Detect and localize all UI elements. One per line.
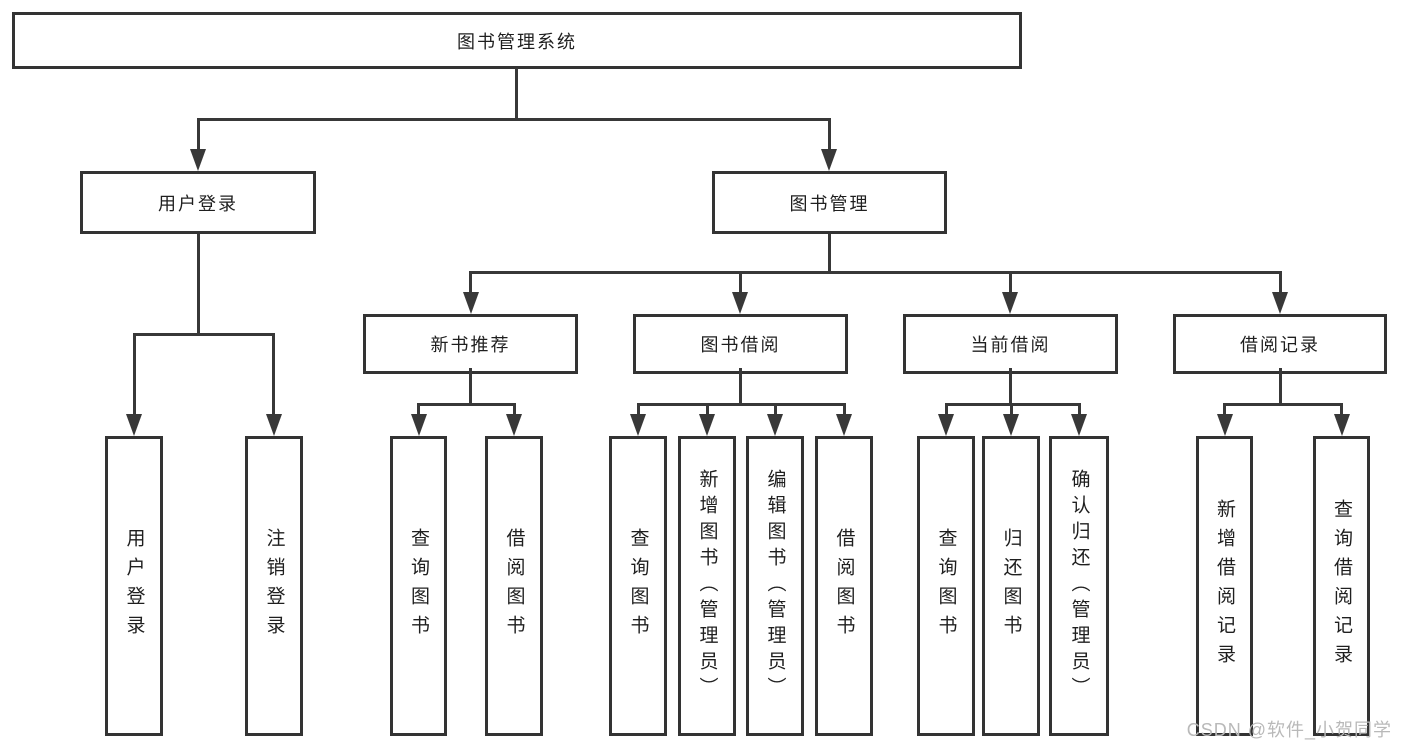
connector-current-borrow-stem — [1009, 368, 1012, 406]
connector-drop — [417, 403, 420, 416]
leaf-borrow-books-borrowing: 借阅图书 — [815, 436, 873, 736]
connector-drop-new-book-rec — [469, 271, 472, 295]
connector-user-login-stem — [197, 234, 200, 335]
arrowhead-down-icon — [732, 292, 748, 314]
node-book-borrowing: 图书借阅 — [633, 314, 848, 374]
connector-book-borrow-branch — [637, 403, 846, 406]
connector-drop — [1010, 403, 1013, 416]
leaf-add-borrow-record-label: 新增借阅记录 — [1214, 499, 1235, 673]
arrowhead-down-icon — [938, 414, 954, 436]
connector-new-book-rec-stem — [469, 368, 472, 406]
connector-user-login-branch — [133, 333, 275, 336]
leaf-borrow-books-label: 借阅图书 — [503, 528, 525, 644]
leaf-borrow-books-recommend: 借阅图书 — [485, 436, 543, 736]
leaf-query-books-recommend: 查询图书 — [390, 436, 447, 736]
connector-drop-leaf-login — [133, 333, 136, 414]
arrowhead-down-icon — [767, 414, 783, 436]
arrowhead-down-icon — [126, 414, 142, 436]
leaf-query-books-label: 查询图书 — [935, 528, 957, 644]
leaf-edit-book-admin: 编辑图书（管理员） — [746, 436, 804, 736]
node-book-management-label: 图书管理 — [789, 193, 870, 214]
leaf-query-books-borrowing: 查询图书 — [609, 436, 667, 736]
connector-drop — [774, 403, 777, 416]
leaf-add-book-admin-label: 新增图书（管理员） — [696, 469, 718, 703]
leaf-user-login: 用户登录 — [105, 436, 163, 736]
leaf-return-book-label: 归还图书 — [1000, 528, 1022, 644]
connector-drop-book-mgmt — [828, 118, 831, 151]
node-new-book-recommend-label: 新书推荐 — [430, 335, 511, 355]
node-book-borrowing-label: 图书借阅 — [700, 335, 781, 355]
arrowhead-down-icon — [1003, 414, 1019, 436]
connector-current-borrow-branch — [945, 403, 1081, 406]
connector-drop-book-borrow — [739, 271, 742, 295]
connector-book-borrow-stem — [739, 368, 742, 406]
connector-drop — [637, 403, 640, 416]
arrowhead-down-icon — [266, 414, 282, 436]
arrowhead-down-icon — [1272, 292, 1288, 314]
connector-borrow-record-branch — [1223, 403, 1343, 406]
connector-drop-user-login — [197, 118, 200, 151]
leaf-confirm-return-admin: 确认归还（管理员） — [1049, 436, 1109, 736]
arrowhead-down-icon — [190, 149, 206, 171]
leaf-add-borrow-record: 新增借阅记录 — [1196, 436, 1253, 736]
arrowhead-down-icon — [630, 414, 646, 436]
leaf-borrow-books-label: 借阅图书 — [833, 528, 855, 644]
connector-drop — [843, 403, 846, 416]
connector-drop — [1078, 403, 1081, 416]
connector-root-stem — [515, 68, 518, 121]
arrowhead-down-icon — [836, 414, 852, 436]
leaf-query-borrow-record-label: 查询借阅记录 — [1331, 499, 1352, 673]
node-user-login-label: 用户登录 — [158, 193, 238, 214]
node-root: 图书管理系统 — [12, 12, 1022, 69]
connector-drop — [1340, 403, 1343, 416]
leaf-return-book: 归还图书 — [982, 436, 1040, 736]
connector-borrow-record-stem — [1279, 368, 1282, 406]
connector-book-mgmt-branch — [469, 271, 1282, 274]
node-current-borrowing: 当前借阅 — [903, 314, 1118, 374]
connector-root-branch — [197, 118, 831, 121]
arrowhead-down-icon — [1002, 292, 1018, 314]
arrowhead-down-icon — [699, 414, 715, 436]
arrowhead-down-icon — [506, 414, 522, 436]
arrowhead-down-icon — [1334, 414, 1350, 436]
connector-new-book-rec-branch — [417, 403, 516, 406]
node-book-management: 图书管理 — [712, 171, 947, 234]
leaf-edit-book-admin-label: 编辑图书（管理员） — [764, 469, 786, 703]
arrowhead-down-icon — [821, 149, 837, 171]
connector-drop-leaf-logout — [272, 333, 275, 414]
leaf-query-books-label: 查询图书 — [408, 528, 429, 644]
leaf-logout-label: 注销登录 — [263, 528, 285, 644]
arrowhead-down-icon — [1217, 414, 1233, 436]
node-current-borrowing-label: 当前借阅 — [970, 335, 1051, 355]
arrowhead-down-icon — [1071, 414, 1087, 436]
node-new-book-recommend: 新书推荐 — [363, 314, 578, 374]
leaf-user-login-label: 用户登录 — [123, 528, 145, 644]
node-borrow-records-label: 借阅记录 — [1240, 335, 1320, 355]
leaf-logout: 注销登录 — [245, 436, 303, 736]
leaf-add-book-admin: 新增图书（管理员） — [678, 436, 736, 736]
connector-drop — [513, 403, 516, 416]
connector-drop — [706, 403, 709, 416]
connector-drop — [1223, 403, 1226, 416]
node-root-label: 图书管理系统 — [457, 31, 577, 52]
connector-drop-current-borrow — [1009, 271, 1012, 295]
connector-drop-borrow-record — [1279, 271, 1282, 295]
arrowhead-down-icon — [463, 292, 479, 314]
node-user-login: 用户登录 — [80, 171, 316, 234]
node-borrow-records: 借阅记录 — [1173, 314, 1387, 374]
leaf-query-borrow-record: 查询借阅记录 — [1313, 436, 1370, 736]
csdn-watermark: CSDN @软件_小贺同学 — [1186, 720, 1392, 740]
connector-book-mgmt-stem — [828, 234, 831, 274]
leaf-query-books-current: 查询图书 — [917, 436, 975, 736]
leaf-query-books-label: 查询图书 — [627, 528, 649, 644]
connector-drop — [945, 403, 948, 416]
arrowhead-down-icon — [411, 414, 427, 436]
leaf-confirm-return-admin-label: 确认归还（管理员） — [1068, 469, 1090, 703]
